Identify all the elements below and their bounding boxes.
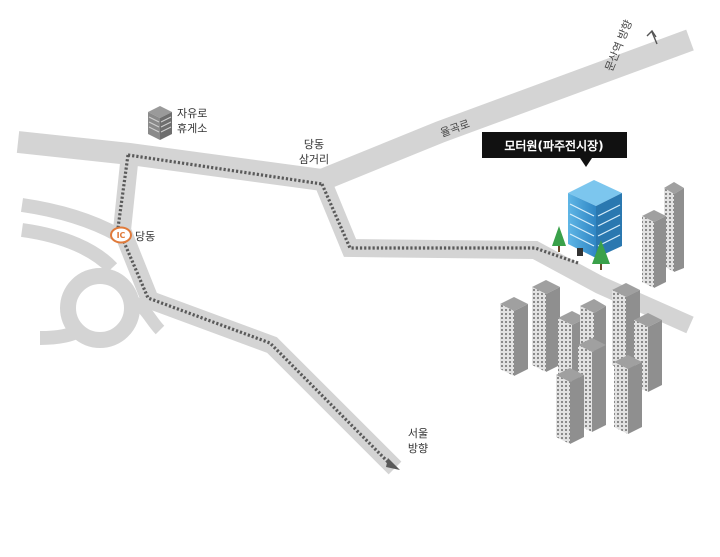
office-building-icon [568,180,622,258]
apartment-icon [664,182,684,272]
route-arrow-seoul [386,458,400,470]
seoul-direction-line2: 방향 [408,442,428,455]
rest-area-label-line2: 휴게소 [177,122,207,135]
rest-area-building-icon [148,106,172,140]
apartment-buildings [500,182,684,444]
apartment-icon [556,368,584,444]
seoul-direction-line1: 서울 [408,427,428,440]
ramp-loop-join [127,294,165,335]
route-line [116,153,579,466]
destination-label: 모터원(파주전시장) [504,138,603,153]
ic-badge-text: IC [117,231,126,240]
arrow-up-icon [646,29,658,45]
route-main-segment [127,153,323,186]
tree-icon [552,226,566,252]
intersection-label-line1: 당동 [304,138,324,151]
apartment-icon [634,313,662,392]
intersection-label-line2: 삼거리 [299,153,329,166]
interchange-loop [60,268,140,348]
rest-area-label-line1: 자유로 [177,107,207,120]
destination-callout: 모터원(파주전시장) [482,132,627,167]
ic-name-label: 당동 [135,230,155,243]
apartment-icon [614,355,642,434]
road-to-seoul [112,153,402,475]
apartment-icon [642,210,666,288]
apartment-icon [532,280,560,372]
ramp-southwest [39,323,84,345]
road-yulgok [317,29,694,191]
ramp-west-lower [21,223,118,273]
ic-badge-icon: IC [110,226,132,244]
route-south-segment [116,154,392,466]
apartment-icon [500,297,528,376]
route-local-segment [320,183,579,265]
tree-icon [592,240,610,270]
